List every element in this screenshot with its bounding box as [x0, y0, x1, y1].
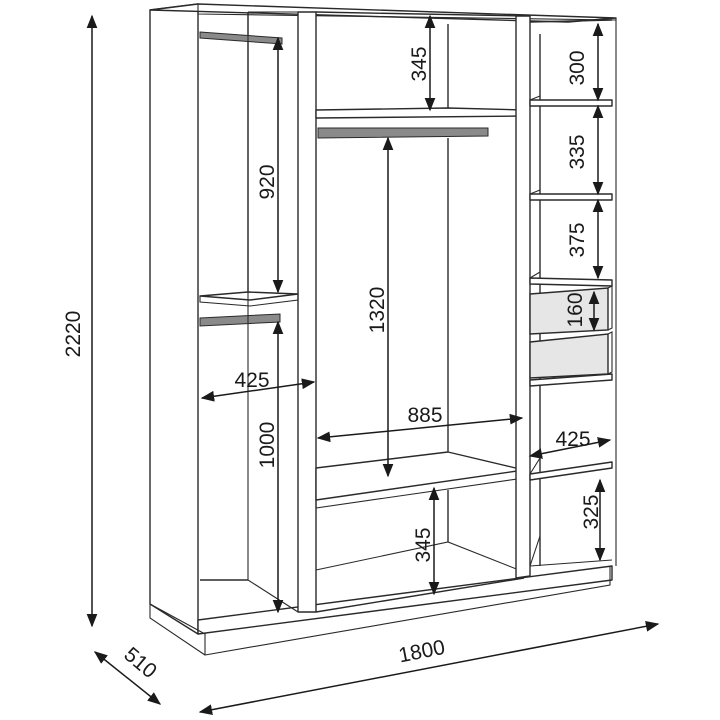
- center-compartment: [315, 11, 531, 613]
- left-upper-rod: [199, 31, 283, 45]
- label-center-hanging: 1320: [366, 287, 389, 334]
- center-top-shelf: [315, 107, 525, 119]
- center-rod: [317, 127, 489, 139]
- left-compartment: [199, 11, 317, 613]
- label-center-width: 885: [407, 404, 442, 427]
- right-compartment: [529, 19, 613, 567]
- dimension-lines: [86, 14, 660, 716]
- label-right-drawer: 160: [564, 292, 587, 327]
- label-right-bottom-shelf: 325: [580, 494, 603, 529]
- label-right-shelf-2: 335: [566, 134, 589, 169]
- label-overall-height: 2220: [62, 311, 85, 358]
- label-right-width: 425: [555, 428, 590, 451]
- label-left-upper-hanging: 920: [256, 164, 279, 199]
- left-lower-rod: [199, 313, 281, 327]
- label-right-shelf-3: 375: [566, 222, 589, 257]
- label-center-top-shelf: 345: [408, 46, 431, 81]
- label-right-shelf-1: 300: [566, 50, 589, 85]
- left-middle-shelf: [199, 291, 299, 301]
- label-overall-width: 1800: [397, 636, 447, 667]
- right-drawer-lower[interactable]: [529, 333, 609, 379]
- label-left-width: 425: [234, 369, 269, 392]
- right-shelf-3: [529, 277, 613, 287]
- plinth: [197, 565, 613, 635]
- right-shelf-1: [529, 99, 613, 107]
- wardrobe-carcass: [149, 3, 617, 656]
- right-shelf-2: [529, 193, 613, 201]
- label-left-lower-hanging: 1000: [256, 422, 279, 469]
- label-center-bottom-shelf: 345: [412, 527, 435, 562]
- left-side-panel: [149, 3, 199, 635]
- right-shelf-4: [529, 461, 613, 481]
